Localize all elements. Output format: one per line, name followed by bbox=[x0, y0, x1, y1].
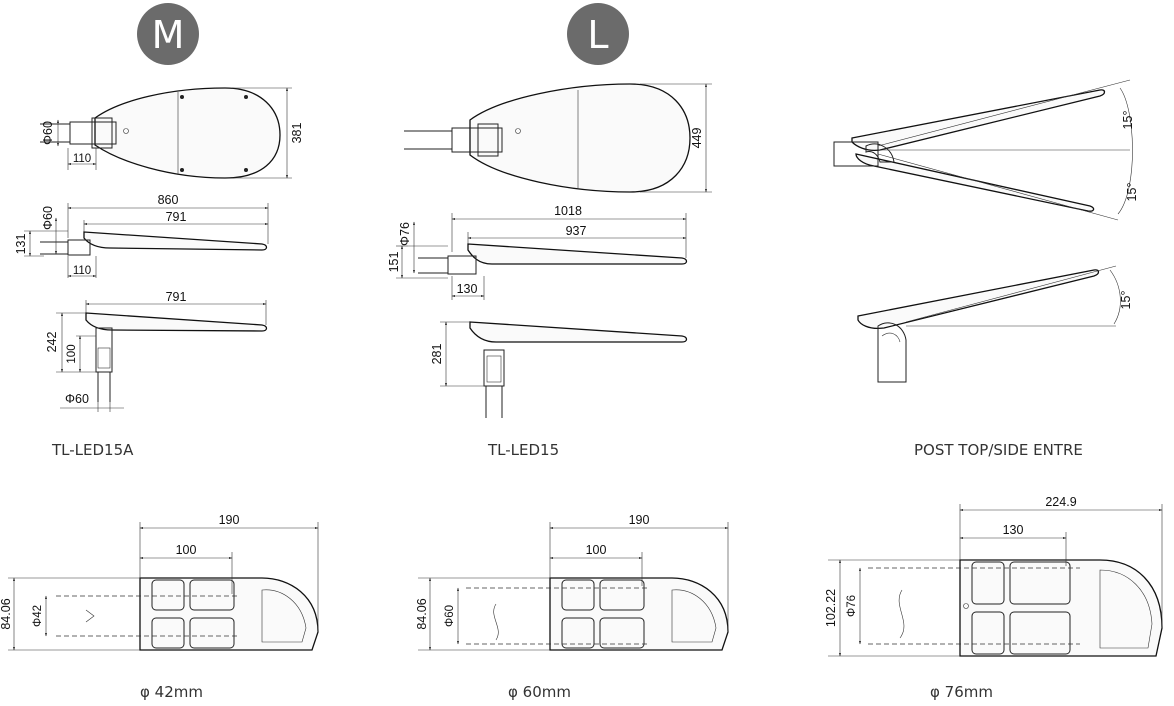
l-side-overall: 1018 bbox=[554, 204, 582, 218]
m-post-view: 791 242 100 Φ60 bbox=[45, 290, 268, 412]
l-side-pipe-diameter: Φ76 bbox=[398, 222, 412, 246]
m-side-overall: 860 bbox=[158, 193, 179, 207]
m-top-width: 381 bbox=[290, 123, 304, 144]
tilt-post-angle: 15° bbox=[1119, 291, 1133, 310]
m-model-caption: TL-LED15A bbox=[51, 441, 134, 459]
badge-l-label: L bbox=[587, 13, 608, 57]
adapter-76-length: 224.9 bbox=[1045, 495, 1076, 509]
m-post-body: 791 bbox=[166, 290, 187, 304]
m-side-clamp: 110 bbox=[73, 265, 91, 277]
adapter-42-length: 190 bbox=[219, 513, 240, 527]
side-entry-caption: POST TOP/SIDE ENTRE bbox=[914, 441, 1083, 459]
tilt-side-entry-view: 15° 15° bbox=[833, 79, 1139, 221]
adapter-60-caption: φ 60mm bbox=[508, 683, 571, 701]
adapter-60-length: 190 bbox=[629, 513, 650, 527]
l-side-height: 151 bbox=[387, 252, 401, 273]
tilt-post-top-view: 15° bbox=[857, 265, 1133, 383]
m-side-height: 131 bbox=[14, 234, 28, 255]
adapter-76-caption: φ 76mm bbox=[930, 683, 993, 701]
adapter-42-diameter: Φ42 bbox=[32, 605, 44, 627]
adapter-60: 190 100 84.06 Φ60 bbox=[415, 513, 729, 651]
tilt-upper-angle: 15° bbox=[1121, 111, 1135, 130]
adapter-76-diameter: Φ76 bbox=[846, 595, 858, 617]
l-post-height: 281 bbox=[430, 344, 444, 365]
l-top-view: 449 bbox=[404, 83, 712, 193]
adapter-42-height: 84.06 bbox=[0, 598, 13, 629]
tilt-lower-angle: 15° bbox=[1125, 183, 1139, 202]
adapter-42-inner: 100 bbox=[176, 543, 197, 557]
adapter-60-height: 84.06 bbox=[415, 598, 429, 629]
l-side-clamp: 130 bbox=[457, 282, 478, 296]
m-top-view: Φ60 381 110 bbox=[40, 87, 304, 179]
m-top-clamp: 110 bbox=[73, 153, 91, 165]
badge-m-label: M bbox=[152, 13, 185, 57]
m-side-pipe-diameter: Φ60 bbox=[41, 206, 55, 230]
m-post-pipe-diameter: Φ60 bbox=[65, 392, 89, 406]
adapter-60-inner: 100 bbox=[586, 543, 607, 557]
l-model-caption: TL-LED15 bbox=[487, 441, 559, 459]
l-post-view: 281 bbox=[430, 321, 688, 418]
l-side-view: 1018 937 Φ76 151 130 bbox=[387, 204, 688, 300]
adapter-42-caption: φ 42mm bbox=[140, 683, 203, 701]
l-top-width: 449 bbox=[690, 128, 704, 149]
m-top-pipe-diameter: Φ60 bbox=[41, 121, 55, 145]
m-side-view: 860 791 Φ60 131 110 bbox=[14, 193, 269, 278]
adapter-76-height: 102.22 bbox=[824, 589, 838, 627]
m-side-body: 791 bbox=[166, 210, 187, 224]
adapter-42: 190 100 84.06 Φ42 bbox=[0, 513, 319, 651]
adapter-76: 224.9 130 102.22 Φ76 bbox=[824, 495, 1163, 657]
m-post-clamp: 100 bbox=[66, 344, 78, 363]
adapter-60-diameter: Φ60 bbox=[444, 605, 456, 627]
badge-m: M bbox=[137, 3, 199, 65]
m-post-height: 242 bbox=[45, 332, 59, 353]
adapter-76-inner: 130 bbox=[1003, 523, 1024, 537]
l-side-body: 937 bbox=[566, 224, 587, 238]
badge-l: L bbox=[567, 3, 629, 65]
